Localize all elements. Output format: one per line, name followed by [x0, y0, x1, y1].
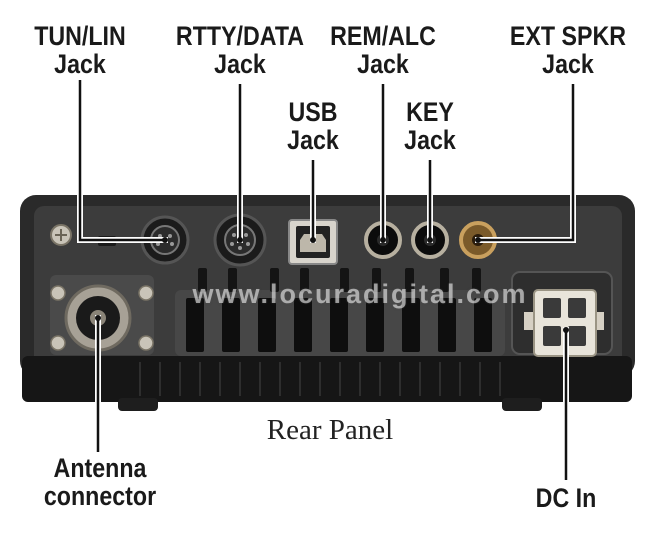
leader-end-dots — [95, 237, 569, 333]
upper-vent-slots — [198, 268, 481, 292]
rear-panel-caption: Rear Panel — [266, 414, 394, 446]
watermark: www.locuradigital.com — [192, 279, 528, 309]
antenna-connector — [50, 275, 154, 355]
foot-left — [118, 398, 158, 411]
leader-lines — [78, 80, 575, 480]
foot-right — [502, 398, 542, 411]
dc-in-label: DC In — [535, 483, 597, 513]
heatsink-slots — [186, 298, 492, 352]
chassis-bottom-strip — [22, 356, 632, 402]
bottom-ribs — [139, 362, 501, 396]
